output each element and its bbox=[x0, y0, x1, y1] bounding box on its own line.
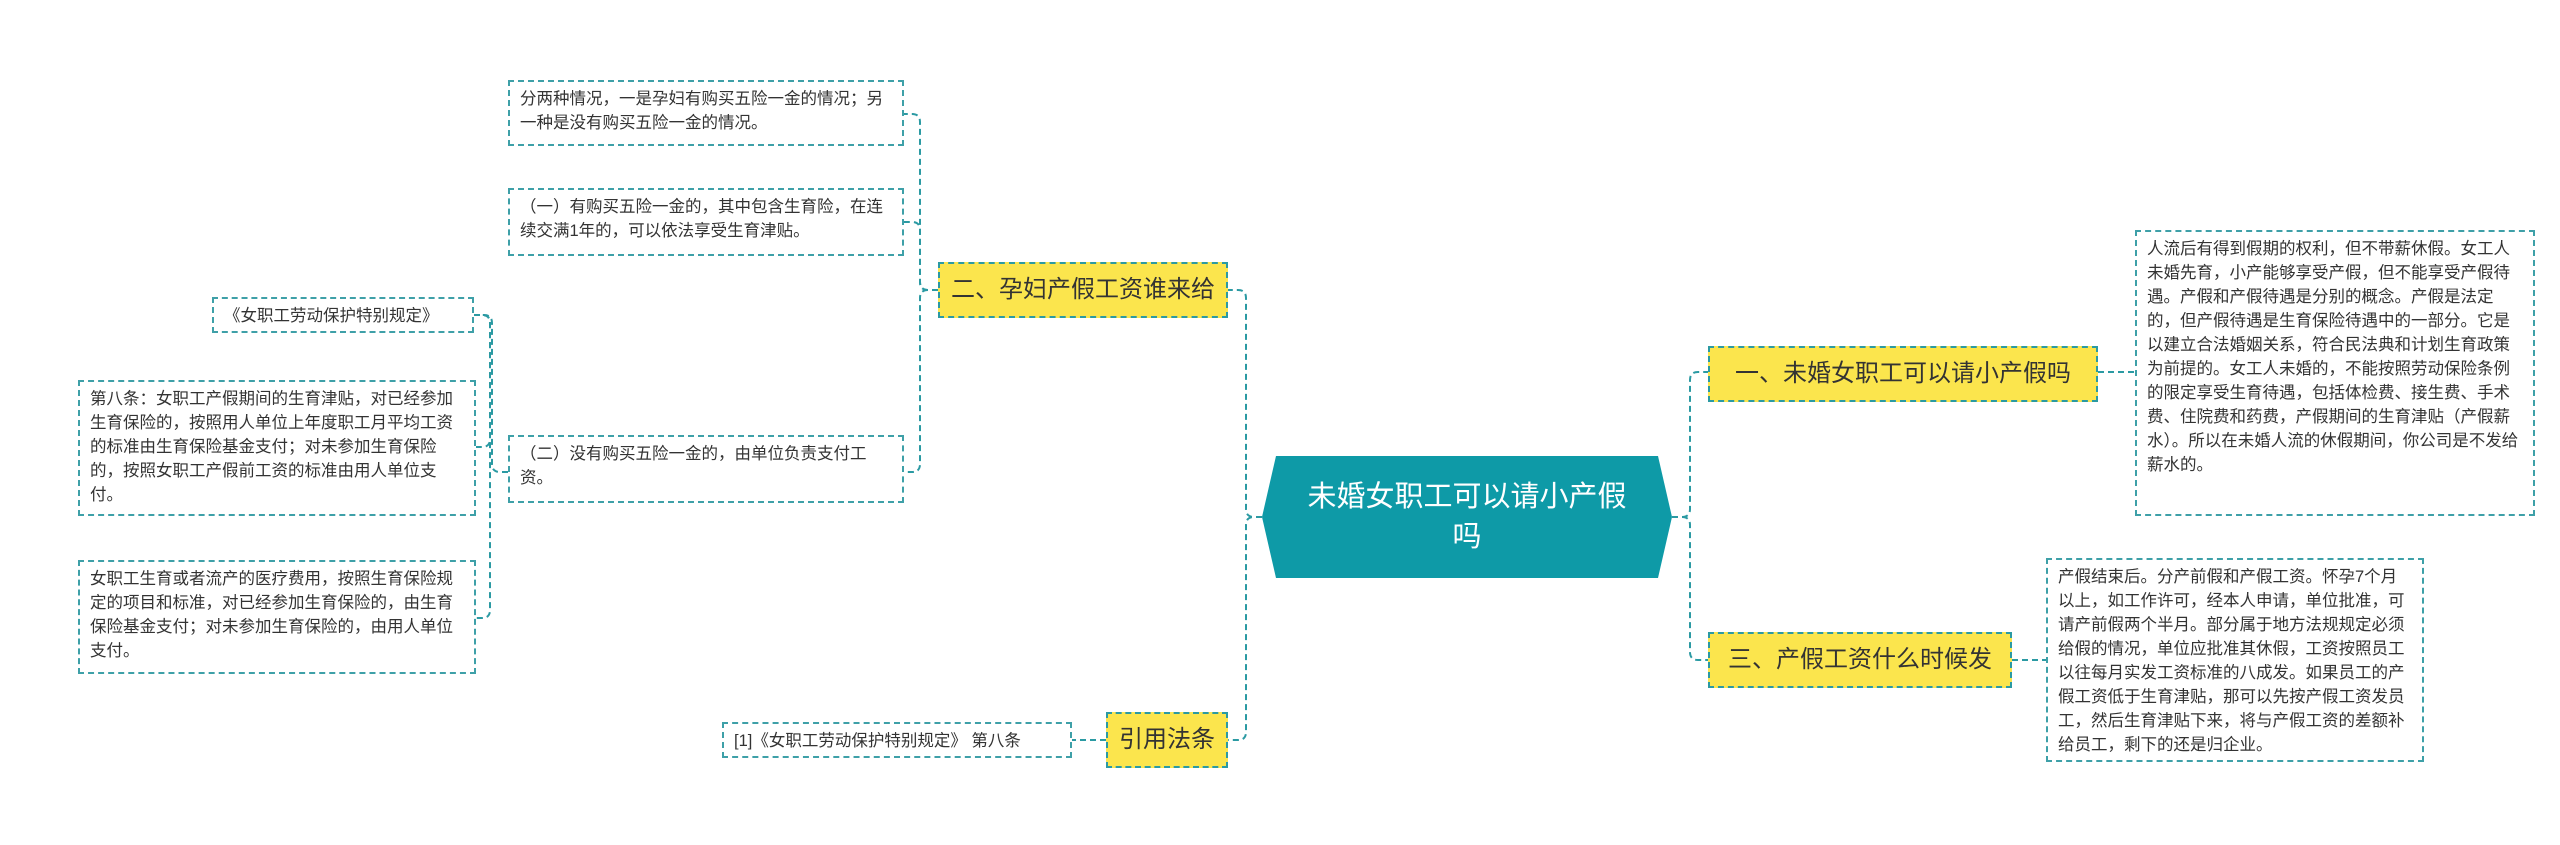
leaf-medical-expenses-text: 女职工生育或者流产的医疗费用，按照生育保险规定的项目和标准，对已经参加生育保险的… bbox=[90, 570, 453, 660]
leaf-medical-expenses: 女职工生育或者流产的医疗费用，按照生育保险规定的项目和标准，对已经参加生育保险的… bbox=[78, 560, 476, 674]
branch-cited-law[interactable]: 引用法条 bbox=[1106, 712, 1228, 768]
connector-case2-law bbox=[476, 314, 508, 473]
branch-cited-law-label: 引用法条 bbox=[1119, 726, 1215, 753]
connector-central-ref bbox=[1228, 516, 1262, 741]
leaf-two-situations-text: 分两种情况，一是孕妇有购买五险一金的情况；另一种是没有购买五险一金的情况。 bbox=[520, 90, 883, 132]
leaf-salary-timing-text: 产假结束后。分产前假和产假工资。怀孕7个月以上，如工作许可，经本人申请，单位批准… bbox=[2058, 568, 2405, 754]
leaf-law-title: 《女职工劳动保护特别规定》 bbox=[212, 297, 474, 333]
leaf-citation-text: [1]《女职工劳动保护特别规定》 第八条 bbox=[734, 732, 1021, 750]
leaf-without-insurance: （二）没有购买五险一金的，由单位负责支付工资。 bbox=[508, 435, 904, 503]
leaf-law-title-text: 《女职工劳动保护特别规定》 bbox=[224, 307, 439, 325]
branch-salary-timing[interactable]: 三、产假工资什么时候发 bbox=[1708, 632, 2012, 688]
leaf-with-insurance-text: （一）有购买五险一金的，其中包含生育险，在连续交满1年的，可以依法享受生育津贴。 bbox=[520, 198, 883, 240]
leaf-salary-timing-detail: 产假结束后。分产前假和产假工资。怀孕7个月以上，如工作许可，经本人申请，单位批准… bbox=[2046, 558, 2424, 762]
leaf-unmarried-leave-text: 人流后有得到假期的权利，但不带薪休假。女工人未婚先育，小产能够享受产假，但不能享… bbox=[2147, 240, 2519, 474]
connector-central-b3 bbox=[1672, 516, 1708, 661]
connector-central-b1 bbox=[1672, 371, 1708, 518]
branch-unmarried-leave[interactable]: 一、未婚女职工可以请小产假吗 bbox=[1708, 346, 2098, 402]
branch-unmarried-leave-label: 一、未婚女职工可以请小产假吗 bbox=[1735, 360, 2071, 387]
branch-who-pays[interactable]: 二、孕妇产假工资谁来给 bbox=[938, 262, 1228, 318]
connector-b2-case1 bbox=[904, 221, 938, 291]
branch-who-pays-label: 二、孕妇产假工资谁来给 bbox=[951, 276, 1215, 303]
central-topic-label: 未婚女职工可以请小产假吗 bbox=[1307, 481, 1627, 553]
leaf-article-eight-text: 第八条：女职工产假期间的生育津贴，对已经参加生育保险的，按照用人单位上年度职工月… bbox=[90, 390, 453, 504]
connector-b2-case2 bbox=[904, 289, 938, 473]
leaf-unmarried-leave-detail: 人流后有得到假期的权利，但不带薪休假。女工人未婚先育，小产能够享受产假，但不能享… bbox=[2135, 230, 2535, 516]
leaf-citation: [1]《女职工劳动保护特别规定》 第八条 bbox=[722, 722, 1072, 758]
leaf-with-insurance: （一）有购买五险一金的，其中包含生育险，在连续交满1年的，可以依法享受生育津贴。 bbox=[508, 188, 904, 256]
central-topic[interactable]: 未婚女职工可以请小产假吗 bbox=[1262, 456, 1672, 578]
leaf-without-insurance-text: （二）没有购买五险一金的，由单位负责支付工资。 bbox=[520, 445, 867, 487]
leaf-two-situations: 分两种情况，一是孕妇有购买五险一金的情况；另一种是没有购买五险一金的情况。 bbox=[508, 80, 904, 146]
branch-salary-timing-label: 三、产假工资什么时候发 bbox=[1728, 646, 1992, 673]
connector-law-article bbox=[474, 314, 491, 448]
leaf-article-eight: 第八条：女职工产假期间的生育津贴，对已经参加生育保险的，按照用人单位上年度职工月… bbox=[78, 380, 476, 516]
connector-central-b2 bbox=[1228, 289, 1262, 518]
connector-law-medical bbox=[474, 314, 491, 619]
